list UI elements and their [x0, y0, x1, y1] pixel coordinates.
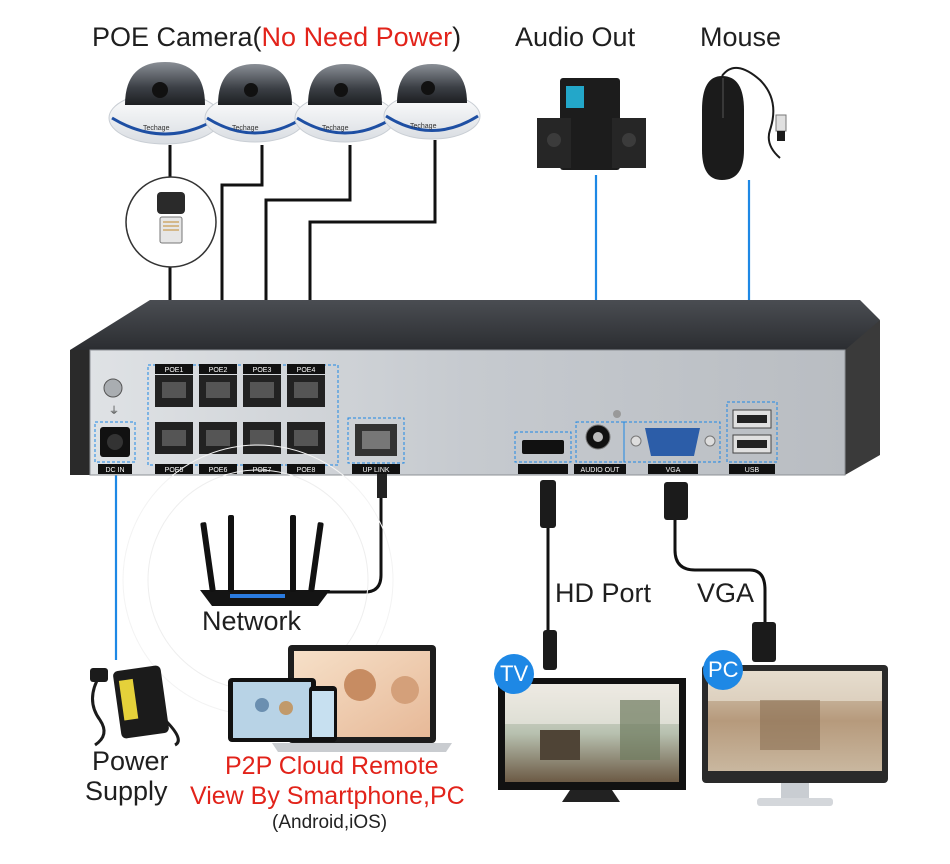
vga-plug-top	[664, 482, 688, 520]
network-label: Network	[202, 606, 302, 636]
poe-camera-label-highlight: No Need Power	[261, 22, 453, 52]
mouse-icon	[702, 67, 787, 180]
speakers-icon	[537, 78, 646, 170]
port-label-usb: USB	[745, 467, 760, 474]
vga-cable	[673, 520, 767, 630]
svg-text:⏚: ⏚	[109, 405, 119, 417]
poe-camera-label-prefix: POE Camera(	[92, 22, 262, 52]
poe-ports-top: POE1 POE2 POE3 POE4	[155, 364, 325, 407]
cable-poe4	[308, 140, 437, 365]
pc-badge-label: PC	[708, 657, 739, 682]
hd-port-label: HD Port	[555, 578, 652, 608]
camera-1-brand: Techage	[143, 125, 170, 132]
poe-camera-label: POE Camera(No Need Power)	[92, 22, 461, 53]
port-label-poe1: POE1	[165, 367, 184, 374]
port-label-poe5: POE5	[165, 467, 184, 474]
power-supply-label-line2: Supply	[85, 776, 168, 806]
hdmi-plug-top	[540, 480, 556, 528]
port-label-vga: VGA	[666, 467, 681, 474]
nvr-device: ⏚ DC IN POE1 POE2 POE3 POE4	[70, 300, 880, 476]
tablet-icon	[228, 678, 316, 742]
network-cable	[325, 478, 383, 594]
poe-ports-bottom: POE5 POE6 POE7 POE8	[155, 422, 325, 474]
uplink-plug	[377, 474, 387, 498]
vga-plug-bottom	[752, 622, 776, 662]
port-label-uplink: UP LINK	[362, 467, 389, 474]
hdmi-plug-bottom	[543, 630, 557, 670]
p2p-label-line3: (Android,iOS)	[272, 812, 388, 833]
camera-3-brand: Techage	[322, 125, 349, 132]
power-adapter-icon	[90, 665, 180, 747]
tv-badge-label: TV	[500, 661, 529, 686]
pc-monitor-icon	[702, 665, 888, 806]
smartphone-icon	[309, 686, 337, 742]
audio-out-label: Audio Out	[515, 22, 636, 52]
camera-1: Techage	[108, 62, 222, 145]
camera-3: Techage	[294, 64, 396, 143]
port-label-dc-in: DC IN	[105, 467, 124, 474]
cable-poe3	[264, 145, 352, 365]
camera-2-brand: Techage	[232, 125, 259, 132]
port-label-poe8: POE8	[297, 467, 316, 474]
camera-4: Techage	[383, 64, 481, 140]
port-label-poe2: POE2	[209, 367, 228, 374]
port-label-poe4: POE4	[297, 367, 316, 374]
pc-badge	[703, 650, 743, 690]
camera-2: Techage	[204, 64, 306, 143]
mouse-label: Mouse	[700, 22, 782, 52]
vga-label: VGA	[697, 578, 755, 608]
power-supply-label-line1: Power	[92, 746, 169, 776]
poe-camera-label-suffix: )	[452, 22, 462, 52]
rj45-connector-detail	[125, 176, 217, 268]
cable-poe2	[220, 145, 264, 365]
p2p-label-line2: View By Smartphone,PC	[190, 782, 465, 810]
port-label-audio-out: AUDIO OUT	[581, 467, 621, 474]
port-label-poe3: POE3	[253, 367, 272, 374]
tv-badge	[494, 654, 534, 694]
port-label-poe6: POE6	[209, 467, 228, 474]
tv-icon	[498, 678, 686, 802]
camera-4-brand: Techage	[410, 123, 437, 130]
p2p-label-line1: P2P Cloud Remote	[225, 752, 439, 780]
